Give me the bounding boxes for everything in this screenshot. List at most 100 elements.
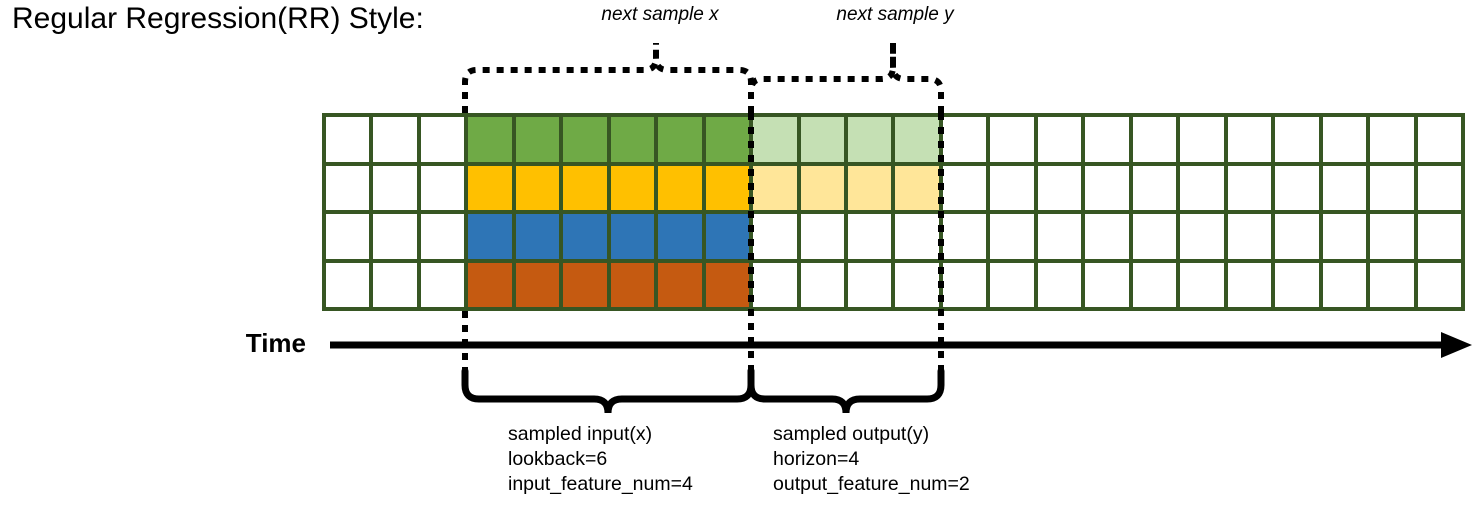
grid-cell-empty xyxy=(1180,165,1224,210)
grid-cell-empty xyxy=(800,262,845,307)
grid-cell-empty xyxy=(1132,214,1177,259)
grid-cell-empty xyxy=(895,262,939,307)
grid-cell-input xyxy=(563,214,607,259)
grid-cell-empty xyxy=(420,214,465,259)
grid-cell-empty xyxy=(326,117,370,162)
grid-cell-empty xyxy=(1037,117,1082,162)
grid-cell-input xyxy=(515,117,560,162)
grid-cell-input xyxy=(610,117,655,162)
grid-cell-input xyxy=(658,165,702,210)
brace-sampled-output xyxy=(747,367,945,414)
grid-cell-empty xyxy=(1180,214,1224,259)
grid-cell-empty xyxy=(420,117,465,162)
grid-cell-output xyxy=(895,117,939,162)
grid-cell-empty xyxy=(800,214,845,259)
dotted-brace-next-sample-x xyxy=(462,43,754,113)
grid-cell-input xyxy=(705,214,750,259)
brace-sampled-input xyxy=(461,367,755,414)
grid-cell-empty xyxy=(1227,117,1272,162)
grid-cell-empty xyxy=(1132,165,1177,210)
time-axis-arrow xyxy=(330,332,1472,358)
grid-cell-empty xyxy=(753,262,797,307)
grid-cell-empty xyxy=(373,165,417,210)
grid-cell-input xyxy=(610,165,655,210)
grid-row xyxy=(326,117,1461,162)
grid-cell-empty xyxy=(990,262,1034,307)
grid-row xyxy=(326,262,1461,307)
grid-cell-output xyxy=(753,165,797,210)
grid-cell-input xyxy=(515,262,560,307)
grid-cell-empty xyxy=(942,214,987,259)
grid-cell-input xyxy=(515,165,560,210)
grid-cell-empty xyxy=(1417,117,1461,162)
grid-cell-input xyxy=(515,214,560,259)
grid-cell-empty xyxy=(1322,117,1367,162)
grid-cell-input xyxy=(610,262,655,307)
grid-cell-empty xyxy=(1322,262,1367,307)
grid-cell-empty xyxy=(326,165,370,210)
grid-cell-empty xyxy=(326,262,370,307)
grid-cell-output xyxy=(895,165,939,210)
grid-cell-empty xyxy=(326,214,370,259)
grid-cell-empty xyxy=(848,262,892,307)
grid-cell-empty xyxy=(1227,214,1272,259)
grid-cell-output xyxy=(753,117,797,162)
grid-cell-empty xyxy=(942,165,987,210)
grid-cell-input xyxy=(468,117,512,162)
grid-cell-empty xyxy=(753,214,797,259)
grid-cell-empty xyxy=(1370,262,1414,307)
grid-cell-empty xyxy=(848,214,892,259)
annotation-next-sample-y: next sample y xyxy=(836,4,954,25)
grid-cell-empty xyxy=(942,117,987,162)
grid-cell-empty xyxy=(1322,165,1367,210)
grid-cell-input xyxy=(705,117,750,162)
grid-cell-empty xyxy=(373,117,417,162)
grid-cell-empty xyxy=(420,262,465,307)
grid-cell-empty xyxy=(1085,165,1129,210)
grid-cell-empty xyxy=(1180,262,1224,307)
grid-cell-output xyxy=(800,165,845,210)
grid-cell-empty xyxy=(1370,165,1414,210)
grid-cell-input xyxy=(658,262,702,307)
grid-cell-input xyxy=(563,262,607,307)
grid-cell-input xyxy=(468,262,512,307)
page-title: Regular Regression(RR) Style: xyxy=(12,2,424,35)
grid-cell-empty xyxy=(373,262,417,307)
grid-cell-input xyxy=(468,165,512,210)
grid-cell-empty xyxy=(420,165,465,210)
grid-cell-empty xyxy=(990,214,1034,259)
grid-cell-empty xyxy=(1037,165,1082,210)
caption-sampled-output: sampled output(y) horizon=4 output_featu… xyxy=(773,423,970,495)
grid-cell-empty xyxy=(1417,262,1461,307)
grid-cell-input xyxy=(563,117,607,162)
grid-cell-empty xyxy=(1275,262,1319,307)
grid-cell-input xyxy=(658,214,702,259)
grid-cell-empty xyxy=(990,117,1034,162)
grid-row xyxy=(326,214,1461,259)
grid-cell-input xyxy=(610,214,655,259)
grid-cell-output xyxy=(800,117,845,162)
grid-cell-empty xyxy=(1275,214,1319,259)
annotation-next-sample-x: next sample x xyxy=(601,4,719,25)
grid-cell-empty xyxy=(895,214,939,259)
grid-cell-empty xyxy=(1322,214,1367,259)
grid-cell-empty xyxy=(1037,214,1082,259)
time-axis-label: Time xyxy=(245,328,306,358)
grid-cell-empty xyxy=(1370,214,1414,259)
grid-cell-empty xyxy=(1417,165,1461,210)
dotted-brace-next-sample-y xyxy=(748,43,944,113)
grid-cell-empty xyxy=(1037,262,1082,307)
grid-cell-empty xyxy=(1227,165,1272,210)
grid-row xyxy=(326,165,1461,210)
grid-cell-empty xyxy=(373,214,417,259)
grid-cell-empty xyxy=(1227,262,1272,307)
grid-cell-empty xyxy=(1275,117,1319,162)
grid-cell-empty xyxy=(1180,117,1224,162)
grid-cell-empty xyxy=(1085,262,1129,307)
grid-cell-input xyxy=(705,165,750,210)
timeseries-grid xyxy=(322,113,1465,311)
grid-cell-empty xyxy=(990,165,1034,210)
grid-cell-input xyxy=(705,262,750,307)
grid-cell-empty xyxy=(1417,214,1461,259)
